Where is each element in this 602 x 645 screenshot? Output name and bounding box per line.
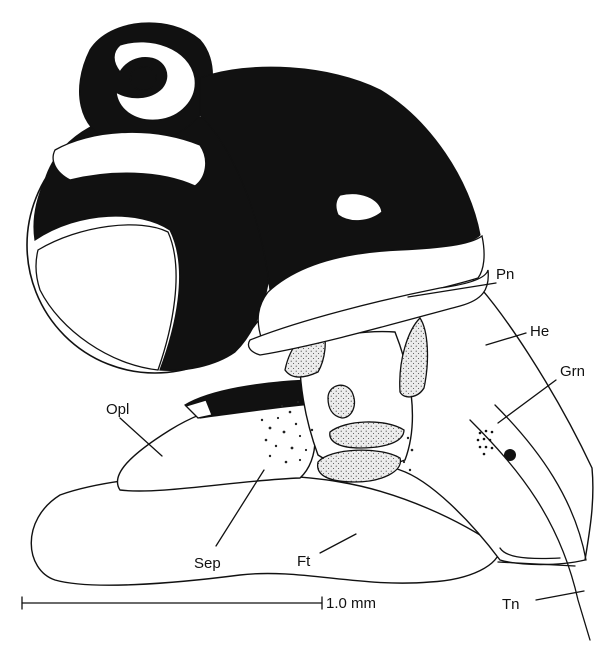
stippled-ring-lower: [318, 450, 401, 482]
foot-outline: [31, 474, 500, 585]
label-sep: Sep: [194, 555, 221, 572]
label-tn: Tn: [502, 596, 520, 613]
stippled-organ-center: [328, 385, 354, 418]
eye-spot: [504, 449, 516, 461]
shell-spire-core: [130, 67, 156, 90]
label-grn: Grn: [560, 363, 585, 380]
label-opl: Opl: [106, 401, 129, 418]
label-pn: Pn: [496, 266, 514, 283]
scale-bar-label: 1.0 mm: [326, 595, 376, 612]
scale-bar: 1.0 mm: [22, 595, 376, 612]
label-he: He: [530, 323, 549, 340]
label-ft: Ft: [297, 553, 311, 570]
shell-white-patch: [36, 225, 176, 370]
